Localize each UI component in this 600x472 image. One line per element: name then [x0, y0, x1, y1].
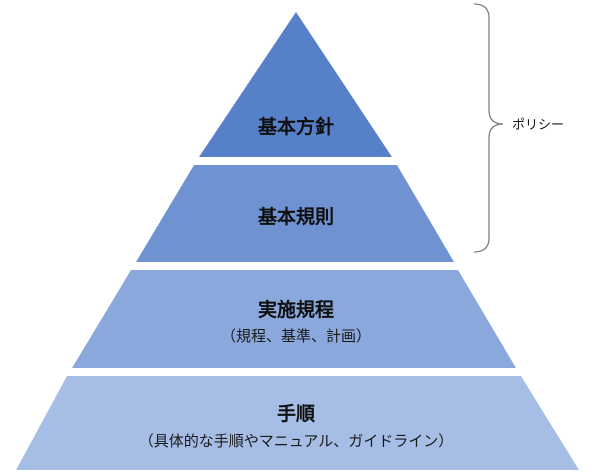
tier-4-subtitle: （具体的な手順やマニュアル、ガイドライン）: [139, 432, 454, 450]
policy-bracket: [473, 3, 504, 253]
pyramid-tier-4: [16, 376, 579, 470]
policy-label: ポリシー: [512, 118, 564, 133]
tier-4-title: 手順: [277, 402, 316, 425]
pyramid-tier-2: [136, 165, 454, 262]
pyramid-tier-1: [199, 12, 392, 157]
pyramid-tier-3: [72, 270, 516, 368]
tier-3-subtitle: （規程、基準、計画）: [221, 327, 371, 345]
tier-2-title: 基本規則: [257, 205, 334, 228]
tier-3-title: 実施規程: [258, 298, 334, 321]
tier-1-title: 基本方針: [257, 115, 334, 138]
